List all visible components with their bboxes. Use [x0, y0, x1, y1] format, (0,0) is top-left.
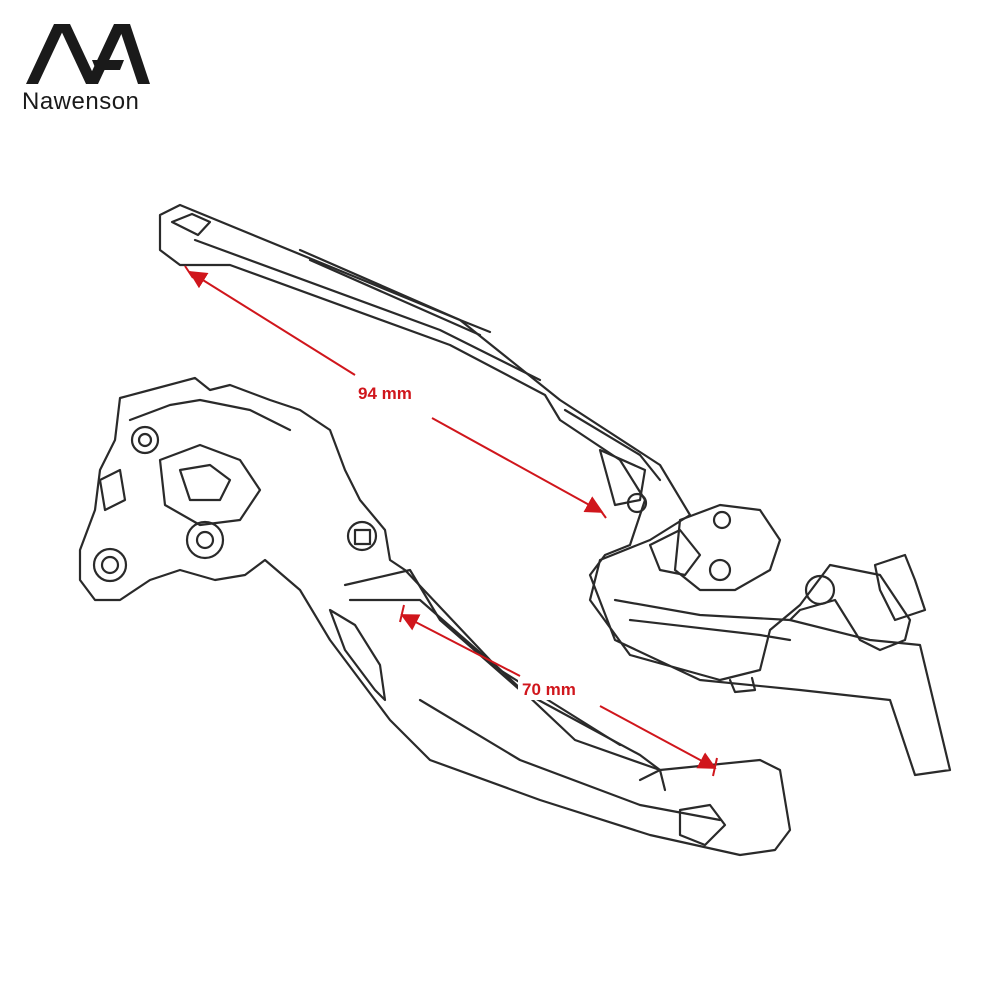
lower-lever-drawing	[78, 376, 792, 857]
dimension-label-94: 94 mm	[354, 384, 416, 404]
nawenson-logo-icon	[26, 24, 150, 84]
upper-lever-drawing	[158, 203, 952, 777]
brand-name: Nawenson	[22, 88, 140, 115]
dimension-94-mm	[184, 265, 607, 519]
dimension-label-70: 70 mm	[518, 680, 580, 700]
dimension-70-mm	[399, 604, 718, 777]
